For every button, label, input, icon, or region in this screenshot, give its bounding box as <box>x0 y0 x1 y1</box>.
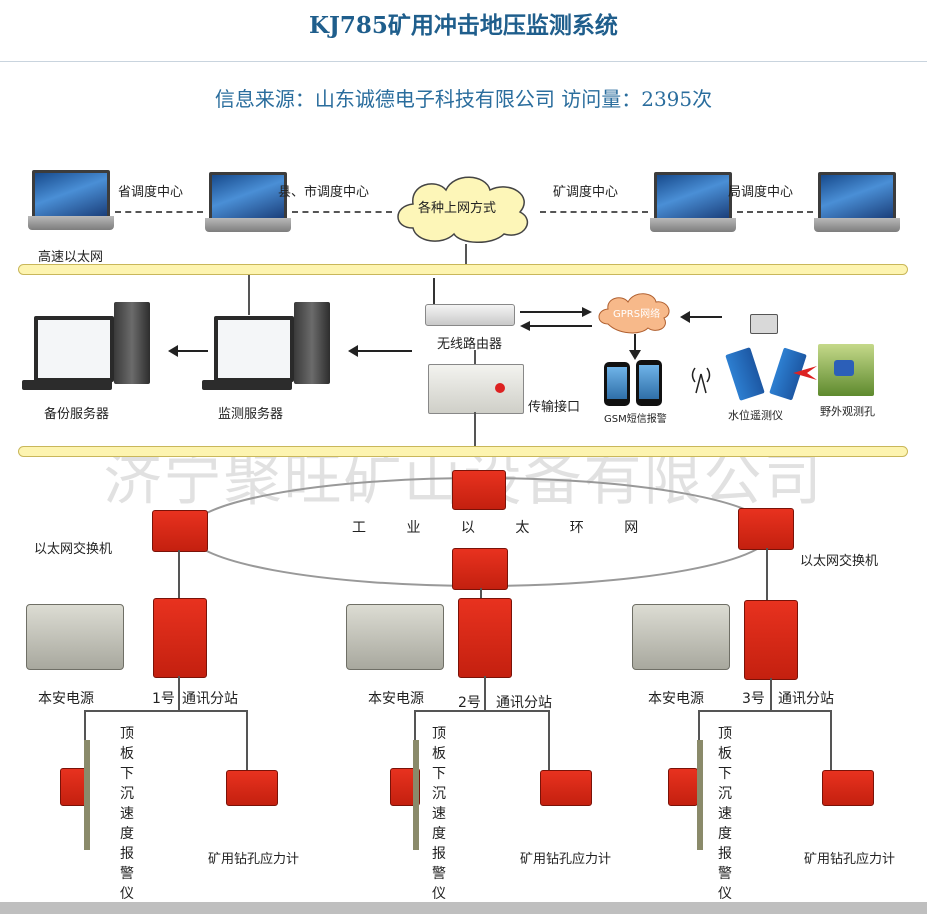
link-line <box>548 710 550 770</box>
label-station: 通讯分站 <box>778 691 834 707</box>
switch-icon <box>452 548 508 590</box>
label-station-num: 1号 <box>152 691 175 707</box>
label-station-num: 3号 <box>742 691 765 707</box>
bus-label: 高速以太网 <box>38 250 104 265</box>
label-water-meter: 水位遥测仪 <box>728 409 783 422</box>
double-arrow-icon <box>520 307 592 331</box>
sensor-rod-icon <box>413 740 419 850</box>
footer-bar <box>0 902 927 914</box>
label-power: 本安电源 <box>38 691 94 707</box>
link-line <box>830 710 832 770</box>
label-switch-left: 以太网交换机 <box>34 542 113 557</box>
label-alarm: 顶板下沉速度报警仪 <box>432 726 446 902</box>
switch-icon <box>152 510 208 552</box>
cloud-label: 各种上网方式 <box>418 201 497 216</box>
transport-interface-icon <box>428 364 524 414</box>
divider <box>0 61 927 62</box>
label-gauge: 矿用钻孔应力计 <box>804 852 896 867</box>
laptop-icon <box>28 170 114 232</box>
router-icon <box>425 278 515 328</box>
switch-icon <box>738 508 794 550</box>
switch-icon <box>452 470 506 510</box>
label-gauge: 矿用钻孔应力计 <box>208 852 300 867</box>
ring-label: 工 业 以 太 环 网 <box>352 520 657 536</box>
label-alarm: 顶板下沉速度报警仪 <box>718 726 732 902</box>
link-line <box>178 550 180 598</box>
label-province-center: 省调度中心 <box>118 185 184 200</box>
stress-gauge-icon <box>226 770 278 806</box>
power-supply-icon <box>632 604 730 670</box>
branch-line <box>698 710 832 712</box>
label-station: 通讯分站 <box>496 695 552 711</box>
arrow-left-icon <box>793 366 817 380</box>
backup-server-icon <box>22 302 162 397</box>
laptop-icon <box>814 172 900 234</box>
branch-line <box>414 710 550 712</box>
label-power: 本安电源 <box>368 691 424 707</box>
branch-line <box>84 710 248 712</box>
label-backup-server: 备份服务器 <box>44 407 110 422</box>
water-level-meter-icon <box>725 310 812 402</box>
comm-station-icon <box>458 598 512 678</box>
link-line <box>115 211 203 213</box>
label-transport: 传输接口 <box>528 400 581 415</box>
label-station: 通讯分站 <box>182 691 238 707</box>
link-line <box>474 412 476 446</box>
power-supply-icon <box>346 604 444 670</box>
label-gprs: GPRS网络 <box>613 309 661 320</box>
label-switch-right: 以太网交换机 <box>800 554 879 569</box>
link-line <box>246 710 248 770</box>
link-line <box>766 548 768 600</box>
stress-gauge-icon <box>822 770 874 806</box>
link-line <box>737 211 813 213</box>
label-gsm: GSM短信报警 <box>604 414 667 425</box>
label-bureau-center: 局调度中心 <box>728 185 794 200</box>
comm-station-icon <box>744 600 798 680</box>
wireless-icon <box>691 367 711 394</box>
monitor-server-icon <box>202 302 342 397</box>
stress-gauge-icon <box>540 770 592 806</box>
arrow-left-icon <box>680 311 722 323</box>
arrow-left-icon <box>168 345 208 357</box>
label-gauge: 矿用钻孔应力计 <box>520 852 612 867</box>
link-line <box>540 211 648 213</box>
phone-icon <box>604 362 630 406</box>
source-line: 信息来源：山东诚德电子科技有限公司 访问量：2395次 <box>214 87 713 111</box>
label-mine-center: 矿调度中心 <box>553 185 619 200</box>
link-line <box>292 211 392 213</box>
label-monitor-server: 监测服务器 <box>218 407 284 422</box>
link-line <box>770 678 772 710</box>
link-line <box>465 244 467 264</box>
ethernet-bus-2 <box>18 446 908 457</box>
link-line <box>480 588 482 600</box>
label-router: 无线路由器 <box>437 337 503 352</box>
field-hole-image <box>818 344 874 396</box>
link-line <box>484 676 486 710</box>
label-station-num: 2号 <box>458 695 481 711</box>
link-line <box>248 275 250 315</box>
gprs-cloud-icon <box>598 293 670 334</box>
laptop-icon <box>650 172 736 234</box>
label-county-center: 县、市调度中心 <box>278 185 370 200</box>
page-title: KJ785矿用冲击地压监测系统 <box>309 12 618 39</box>
label-field-hole: 野外观测孔 <box>820 405 875 418</box>
ethernet-bus <box>18 264 908 275</box>
alarm-device-icon <box>668 768 698 806</box>
laptop-icon <box>205 172 291 234</box>
comm-station-icon <box>153 598 207 678</box>
sensor-rod-icon <box>84 740 90 850</box>
sensor-rod-icon <box>697 740 703 850</box>
arrow-left-icon <box>348 345 412 357</box>
link-line <box>474 350 476 366</box>
phone-icon <box>636 360 662 406</box>
link-line <box>178 676 180 710</box>
power-supply-icon <box>26 604 124 670</box>
arrow-down-icon <box>629 334 641 360</box>
cloud-icon <box>397 176 528 243</box>
label-power: 本安电源 <box>648 691 704 707</box>
label-alarm: 顶板下沉速度报警仪 <box>120 726 134 902</box>
